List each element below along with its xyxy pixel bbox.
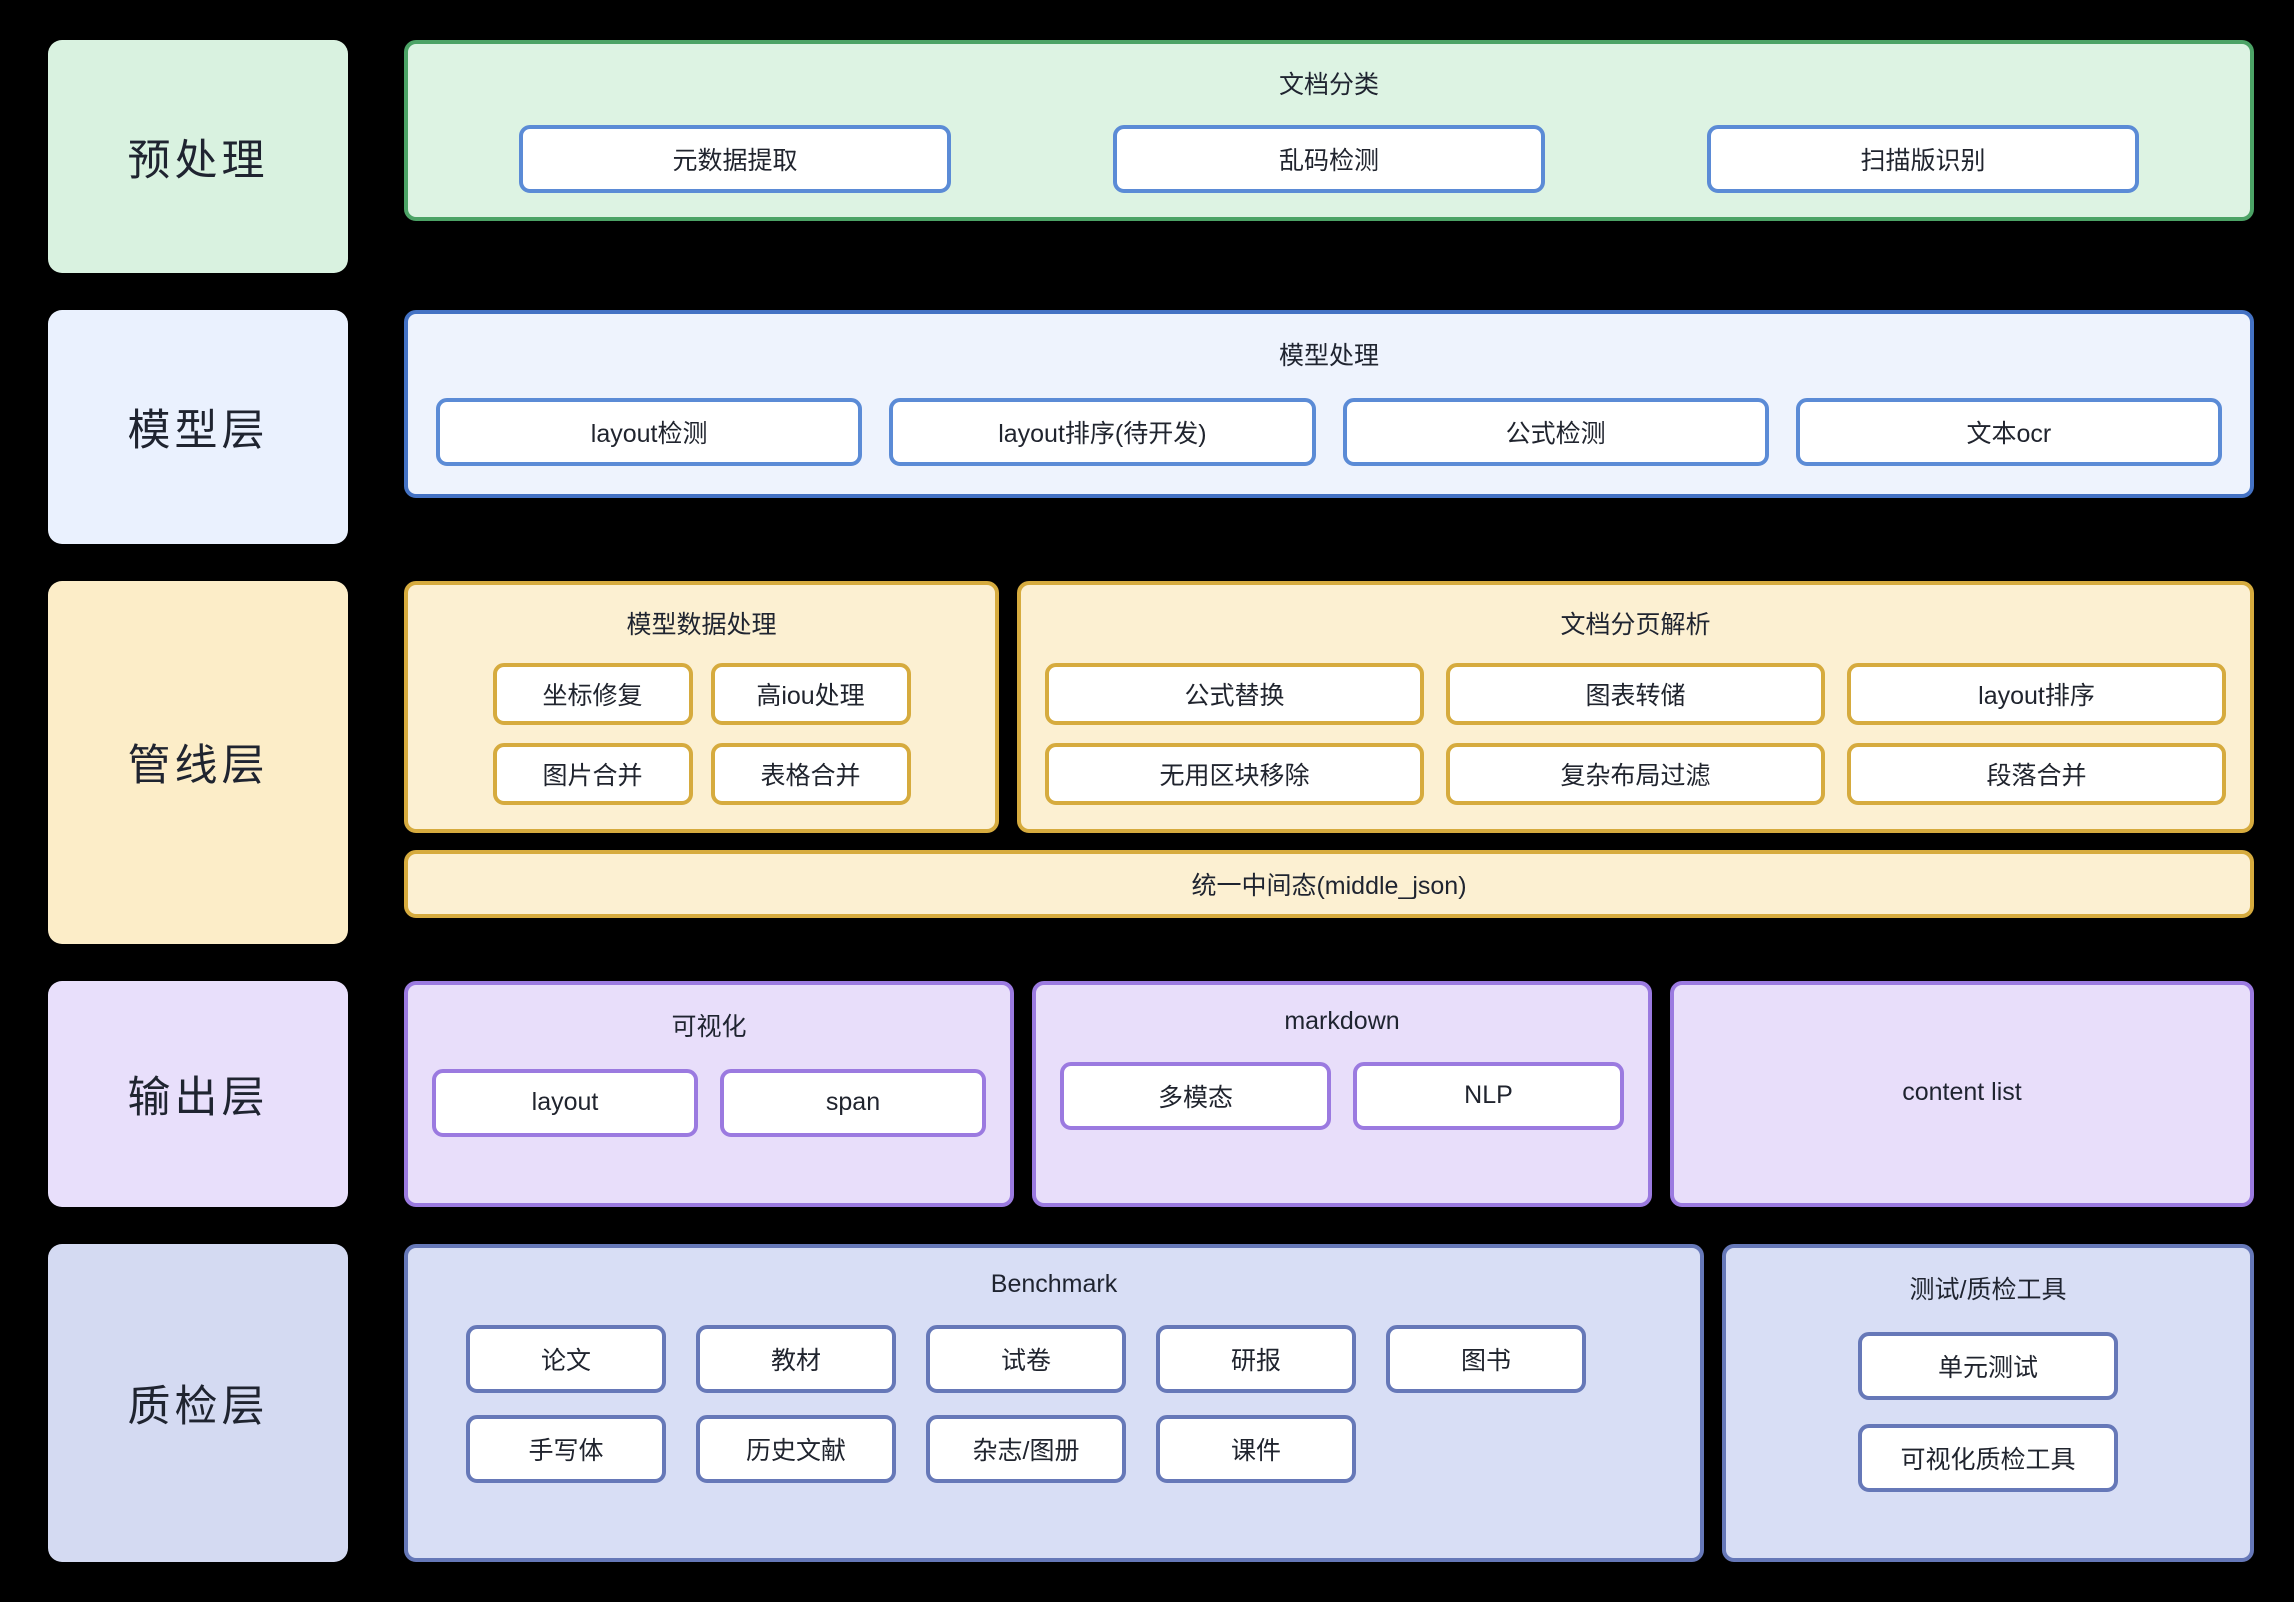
chip-research-report[interactable]: 研报 (1156, 1324, 1356, 1393)
panel-title-content-list: content list (1902, 1078, 2022, 1107)
chip-magazine-album[interactable]: 杂志/图册 (926, 1414, 1126, 1483)
panel-row-model: 模型处理 layout检测 layout排序(待开发) 公式检测 文本ocr (404, 310, 2254, 499)
chip-group-markdown: 多模态 NLP (1060, 1061, 1624, 1130)
panel-title-testing-qc-tools: 测试/质检工具 (1909, 1275, 2067, 1304)
chip-courseware[interactable]: 课件 (1156, 1414, 1356, 1483)
panel-title-markdown: markdown (1284, 1006, 1400, 1035)
layer-label-preprocess: 预处理 (48, 40, 348, 274)
chip-formula-replacement[interactable]: 公式替换 (1045, 662, 1424, 725)
panel-visualization: 可视化 layout span (404, 980, 1014, 1207)
chip-book[interactable]: 图书 (1386, 1324, 1586, 1393)
chip-layout[interactable]: layout (432, 1068, 698, 1137)
panel-title-document-page-parsing: 文档分页解析 (1560, 610, 1711, 639)
layer-label-model: 模型层 (48, 310, 348, 544)
panel-title-model-processing: 模型处理 (1278, 342, 1379, 371)
layer-body-output: 可视化 layout span markdown 多模态 NLP content… (404, 980, 2254, 1207)
chip-group-model-processing: layout检测 layout排序(待开发) 公式检测 文本ocr (436, 398, 2222, 467)
chip-multimodal[interactable]: 多模态 (1060, 1061, 1331, 1130)
bar-unified-middle-state: 统一中间态(middle_json) (404, 849, 2254, 918)
chip-layout-ordering[interactable]: layout排序 (1847, 662, 2226, 725)
chip-complex-layout-filter[interactable]: 复杂布局过滤 (1446, 742, 1825, 805)
panel-markdown: markdown 多模态 NLP (1032, 980, 1652, 1207)
chip-scanned-version-recognition[interactable]: 扫描版识别 (1707, 125, 2139, 193)
chip-high-iou-processing[interactable]: 高iou处理 (710, 662, 911, 725)
layer-row-quality: 质检层 Benchmark 论文 教材 试卷 研报 图书 手写体 历史文献 杂志… (48, 1243, 2254, 1562)
chip-nlp[interactable]: NLP (1353, 1061, 1624, 1130)
panel-model-data-processing: 模型数据处理 坐标修复 高iou处理 图片合并 表格合并 (404, 580, 999, 833)
chip-group-testing-qc-tools: 单元测试 可视化质检工具 (1754, 1331, 2222, 1492)
panel-title-visualization: 可视化 (671, 1012, 747, 1041)
layer-body-pipeline: 模型数据处理 坐标修复 高iou处理 图片合并 表格合并 文档分页解析 公式替换… (404, 580, 2254, 944)
layer-body-quality: Benchmark 论文 教材 试卷 研报 图书 手写体 历史文献 杂志/图册 … (404, 1243, 2254, 1562)
chip-historical-document[interactable]: 历史文献 (696, 1414, 896, 1483)
chip-paper[interactable]: 论文 (466, 1324, 666, 1393)
layer-row-preprocess: 预处理 文档分类 元数据提取 乱码检测 扫描版识别 (48, 40, 2254, 274)
chip-formula-detection[interactable]: 公式检测 (1342, 398, 1769, 467)
panel-benchmark: Benchmark 论文 教材 试卷 研报 图书 手写体 历史文献 杂志/图册 … (404, 1243, 1704, 1562)
chip-garbled-text-detection[interactable]: 乱码检测 (1113, 125, 1545, 193)
layer-body-preprocess: 文档分类 元数据提取 乱码检测 扫描版识别 (404, 40, 2254, 273)
chip-group-visualization: layout span (432, 1068, 986, 1137)
chip-useless-block-removal[interactable]: 无用区块移除 (1045, 742, 1424, 805)
layer-body-model: 模型处理 layout检测 layout排序(待开发) 公式检测 文本ocr (404, 310, 2254, 543)
panel-row-pipeline: 模型数据处理 坐标修复 高iou处理 图片合并 表格合并 文档分页解析 公式替换… (404, 580, 2254, 833)
layer-row-model: 模型层 模型处理 layout检测 layout排序(待开发) 公式检测 文本o… (48, 310, 2254, 544)
panel-title-model-data-processing: 模型数据处理 (626, 610, 777, 639)
panel-title-benchmark: Benchmark (990, 1269, 1118, 1298)
layer-row-pipeline: 管线层 模型数据处理 坐标修复 高iou处理 图片合并 表格合并 文档分页解析 … (48, 580, 2254, 944)
panel-title-document-classification: 文档分类 (1278, 71, 1379, 99)
chip-text-ocr[interactable]: 文本ocr (1795, 398, 2222, 467)
panel-document-page-parsing: 文档分页解析 公式替换 图表转储 layout排序 无用区块移除 复杂布局过滤 … (1017, 580, 2254, 833)
layer-row-output: 输出层 可视化 layout span markdown 多模态 NLP (48, 980, 2254, 1207)
chip-layout-ordering-pending[interactable]: layout排序(待开发) (889, 398, 1316, 467)
layer-label-pipeline: 管线层 (48, 580, 348, 944)
chip-group-benchmark: 论文 教材 试卷 研报 图书 手写体 历史文献 杂志/图册 课件 (436, 1324, 1672, 1483)
chip-layout-detection[interactable]: layout检测 (436, 398, 863, 467)
chip-paragraph-merge[interactable]: 段落合并 (1847, 742, 2226, 805)
chip-exam-paper[interactable]: 试卷 (926, 1324, 1126, 1393)
panel-row-preprocess: 文档分类 元数据提取 乱码检测 扫描版识别 (404, 40, 2254, 221)
chip-group-model-data-processing: 坐标修复 高iou处理 图片合并 表格合并 (432, 662, 971, 805)
chip-group-document-page-parsing: 公式替换 图表转储 layout排序 无用区块移除 复杂布局过滤 段落合并 (1045, 662, 2226, 805)
chip-metadata-extraction[interactable]: 元数据提取 (519, 125, 951, 193)
panel-row-output: 可视化 layout span markdown 多模态 NLP content… (404, 980, 2254, 1207)
chip-span[interactable]: span (720, 1068, 986, 1137)
chip-coordinate-repair[interactable]: 坐标修复 (492, 662, 693, 725)
panel-document-classification: 文档分类 元数据提取 乱码检测 扫描版识别 (404, 40, 2254, 221)
chip-group-document-classification: 元数据提取 乱码检测 扫描版识别 (438, 125, 2220, 193)
chip-chart-transfer-storage[interactable]: 图表转储 (1446, 662, 1825, 725)
panel-content-list: content list (1670, 980, 2254, 1207)
layer-label-output: 输出层 (48, 980, 348, 1207)
panel-model-processing: 模型处理 layout检测 layout排序(待开发) 公式检测 文本ocr (404, 310, 2254, 499)
panel-testing-qc-tools: 测试/质检工具 单元测试 可视化质检工具 (1722, 1243, 2254, 1562)
chip-visual-qc-tool[interactable]: 可视化质检工具 (1858, 1423, 2118, 1492)
chip-unit-test[interactable]: 单元测试 (1858, 1331, 2118, 1400)
chip-image-merge[interactable]: 图片合并 (492, 742, 693, 805)
chip-table-merge[interactable]: 表格合并 (710, 742, 911, 805)
chip-textbook[interactable]: 教材 (696, 1324, 896, 1393)
chip-handwriting[interactable]: 手写体 (466, 1414, 666, 1483)
layer-label-quality: 质检层 (48, 1243, 348, 1562)
panel-row-quality: Benchmark 论文 教材 试卷 研报 图书 手写体 历史文献 杂志/图册 … (404, 1243, 2254, 1562)
